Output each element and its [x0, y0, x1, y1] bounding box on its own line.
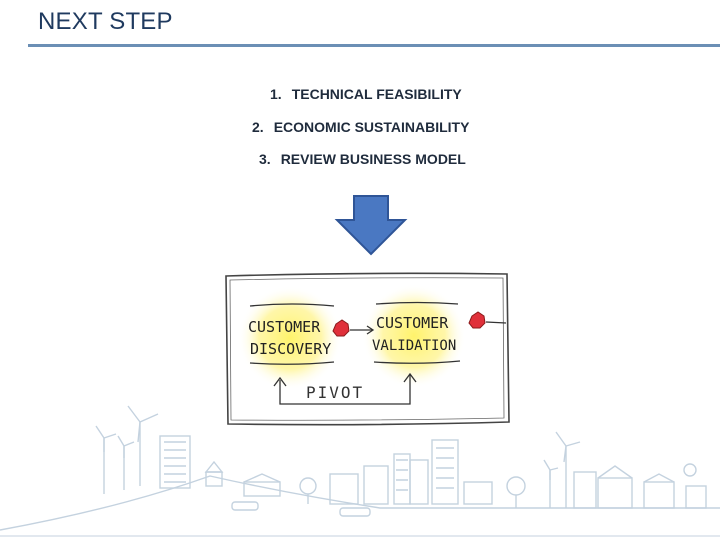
- validation-label-line1: CUSTOMER: [376, 314, 449, 332]
- pivot-label: PIVOT: [306, 383, 364, 402]
- step-text: REVIEW BUSINESS MODEL: [280, 151, 466, 167]
- city-skyline-illustration: [0, 405, 720, 537]
- step-item-1: 1. TECHNICAL FEASIBILITY: [270, 86, 462, 102]
- step-item-2: 2. ECONOMIC SUSTAINABILITY: [252, 119, 469, 135]
- validation-label-line2: VALIDATION: [372, 338, 456, 354]
- discovery-label-line2: DISCOVERY: [250, 340, 331, 358]
- step-text: TECHNICAL FEASIBILITY: [291, 86, 462, 102]
- discovery-highlight: [238, 286, 342, 390]
- step-number: 3.: [259, 151, 271, 167]
- step-text: ECONOMIC SUSTAINABILITY: [273, 119, 470, 135]
- validation-highlight: [362, 284, 466, 388]
- step-item-3: 3. REVIEW BUSINESS MODEL: [259, 151, 466, 167]
- title-divider: [28, 44, 720, 47]
- down-arrow-icon: [334, 195, 408, 256]
- customer-development-sketch: CUSTOMER DISCOVERY CUSTOMER VALIDATION P…: [225, 272, 510, 426]
- discovery-label-line1: CUSTOMER: [248, 318, 321, 336]
- step-number: 2.: [252, 119, 264, 135]
- discovery-stop-icon: [332, 319, 350, 337]
- step-number: 1.: [270, 86, 282, 102]
- validation-stop-icon: [468, 311, 486, 329]
- wind-turbine-icon: [127, 405, 159, 486]
- page-title: NEXT STEP: [38, 8, 173, 35]
